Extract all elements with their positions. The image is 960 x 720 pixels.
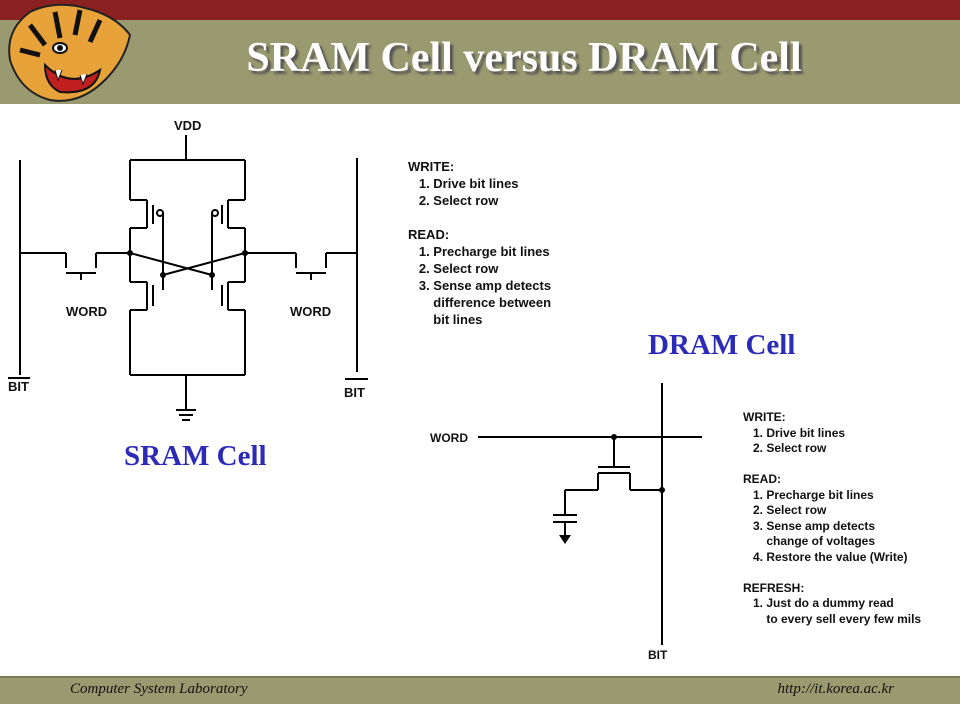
top-accent-bar — [0, 0, 960, 20]
dram-ground-arrow — [559, 535, 571, 544]
sram-bit-left-label: BIT — [8, 379, 29, 394]
dram-word-label: WORD — [430, 431, 468, 445]
footer-lab-name: Computer System Laboratory — [70, 681, 248, 697]
sram-caption: SRAM Cell — [124, 440, 267, 472]
dram-caption: DRAM Cell — [648, 329, 796, 361]
title-bar — [0, 20, 960, 104]
sram-cell-schematic — [8, 135, 368, 421]
tiger-logo-icon — [8, 3, 132, 102]
sram-bit-right-label: BIT — [344, 385, 365, 400]
sram-instructions: WRITE: 1. Drive bit lines 2. Select row … — [408, 159, 552, 327]
dram-instructions: WRITE: 1. Drive bit lines 2. Select row … — [743, 410, 922, 626]
footer-url: http://it.korea.ac.kr — [777, 681, 895, 697]
sram-junction-dots — [127, 250, 248, 278]
sram-word-left-label: WORD — [66, 304, 108, 319]
footer-bar: Computer System Laboratory http://it.kor… — [0, 676, 960, 704]
dram-bit-label: BIT — [648, 648, 668, 662]
dram-cell-schematic — [478, 383, 702, 645]
sram-vdd-label: VDD — [174, 118, 202, 133]
sram-word-right-label: WORD — [290, 304, 332, 319]
slide-title: SRAM Cell versus DRAM Cell — [246, 35, 802, 81]
